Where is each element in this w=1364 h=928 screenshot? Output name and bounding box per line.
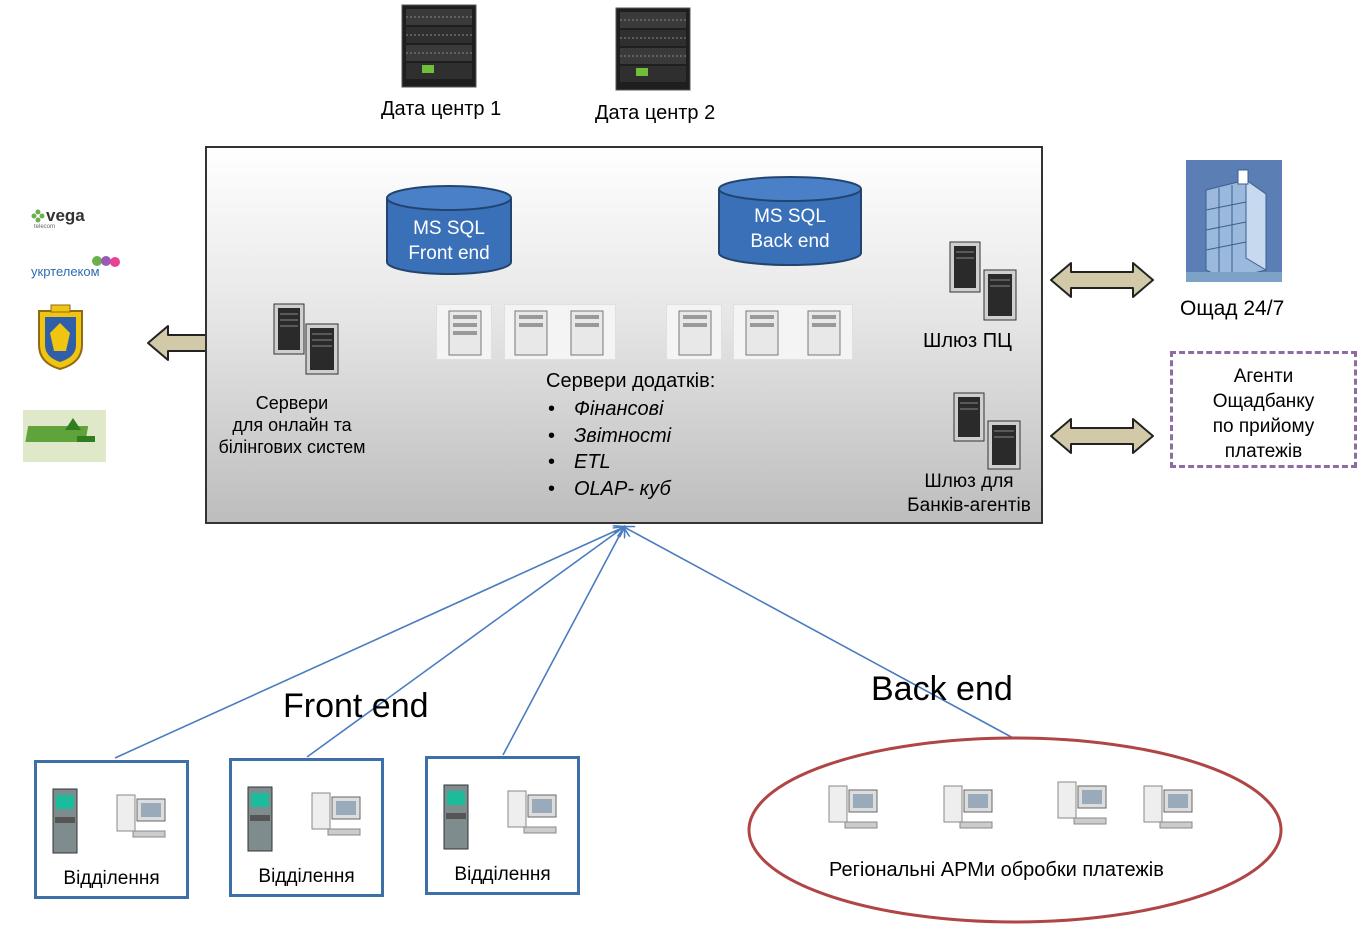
billing-servers-line2: для онлайн та — [232, 415, 352, 435]
double-arrow-right-bottom — [1050, 418, 1154, 454]
oschad-building-icon — [1186, 160, 1282, 282]
double-arrow-right-top — [1050, 262, 1154, 298]
regional-label: Регіональні АРМи обробки платежів — [829, 859, 1164, 881]
database-icon — [718, 176, 862, 266]
gateway-agents-line2: Банків-агентів — [907, 495, 1031, 516]
datacenter-2-label: Дата центр 2 — [595, 102, 716, 124]
vega-logo-subtext: telecom — [34, 224, 55, 229]
app-server-tile — [436, 304, 492, 360]
datacenter-2-rack-icon — [615, 7, 691, 91]
connector-line-branch-3 — [502, 527, 624, 756]
app-server-item: ETL — [548, 449, 671, 476]
gateway-agents-servers-icon — [953, 392, 1021, 470]
gateway-agents-label: Шлюз для Банків-агентів — [900, 470, 1038, 518]
app-server-item: Фінансові — [548, 396, 671, 423]
atm-icon — [52, 788, 78, 854]
atm-icon — [247, 786, 273, 852]
db-back-line2: Back end — [750, 231, 830, 252]
ukrtelecom-logo-text: укртелеком — [31, 264, 100, 279]
connector-line-branch-2 — [306, 527, 624, 758]
billing-servers-label: Сервери для онлайн та білінгових систем — [217, 392, 367, 458]
db-back-line1: MS SQL — [754, 206, 826, 227]
agents-line4: платежів — [1224, 441, 1303, 462]
green-company-logo-icon — [23, 410, 106, 462]
ukrtelecom-logo-icon: укртелеком — [31, 256, 120, 279]
billing-servers-line3: білінгових систем — [218, 437, 366, 457]
regional-workstation-icon — [1057, 781, 1107, 825]
ukrtelecom-logo: укртелеком — [31, 254, 123, 280]
regional-ellipse — [747, 736, 1283, 924]
atm-icon — [443, 784, 469, 850]
workstation-icon — [116, 794, 166, 838]
agents-box: Агенти Ощадбанку по прийому платежів — [1170, 351, 1357, 468]
app-server-tile — [666, 304, 722, 360]
app-server-item: OLAP- куб — [548, 476, 671, 503]
front-end-label: Front end — [283, 687, 429, 725]
server-icon — [678, 310, 712, 356]
gateway-agents-line1: Шлюз для — [924, 471, 1014, 492]
gateway-pc-label: Шлюз ПЦ — [923, 330, 1012, 352]
agents-line3: по прийому — [1212, 416, 1315, 437]
connector-line-branch-1 — [114, 527, 624, 759]
oschad247-label: Ощад 24/7 — [1180, 297, 1285, 320]
branch-box-1: Відділення — [34, 760, 189, 899]
lviv-coat-of-arms-logo — [33, 301, 88, 371]
vega-logo-text: vega — [46, 206, 85, 225]
vega-logo: vega telecom — [31, 203, 93, 230]
app-server-tile-double — [504, 304, 616, 360]
branch-box-3: Відділення — [425, 756, 580, 895]
regional-workstation-icon — [828, 785, 878, 829]
datacenter-1-rack-icon — [401, 4, 477, 88]
db-front-line2: Front end — [408, 243, 490, 264]
agents-line1: Агенти — [1233, 366, 1294, 387]
database-icon — [386, 185, 512, 275]
workstation-icon — [311, 792, 361, 836]
app-server-item: Звітності — [548, 423, 671, 450]
db-back-end: MS SQL Back end — [717, 175, 863, 267]
connector-line-regional — [624, 527, 1016, 740]
branch-label: Відділення — [258, 866, 355, 887]
datacenter-1-label: Дата центр 1 — [381, 98, 502, 120]
gateway-pc-servers-icon — [949, 241, 1017, 321]
branch-label: Відділення — [454, 864, 551, 885]
db-front-line1: MS SQL — [413, 218, 485, 239]
billing-servers-icon — [273, 303, 339, 375]
app-servers-list: Фінансові Звітності ETL OLAP- куб — [548, 396, 671, 502]
lviv-coat-of-arms-icon — [33, 301, 88, 371]
green-company-logo — [23, 410, 106, 462]
branch-label: Відділення — [63, 868, 160, 889]
agents-line2: Ощадбанку — [1212, 391, 1315, 412]
server-icon — [745, 310, 841, 356]
workstation-icon — [507, 790, 557, 834]
regional-workstation-icon — [943, 785, 993, 829]
regional-workstation-icon — [1143, 785, 1193, 829]
server-icon — [448, 310, 482, 356]
app-server-tile-double — [733, 304, 853, 360]
back-end-label: Back end — [871, 670, 1013, 708]
billing-servers-line1: Сервери — [255, 393, 329, 413]
app-servers-title: Сервери додатків: — [546, 370, 716, 392]
db-front-end: MS SQL Front end — [385, 184, 513, 276]
vega-logo-icon: vega telecom — [31, 206, 85, 230]
server-icon — [514, 310, 604, 356]
branch-box-2: Відділення — [229, 758, 384, 897]
